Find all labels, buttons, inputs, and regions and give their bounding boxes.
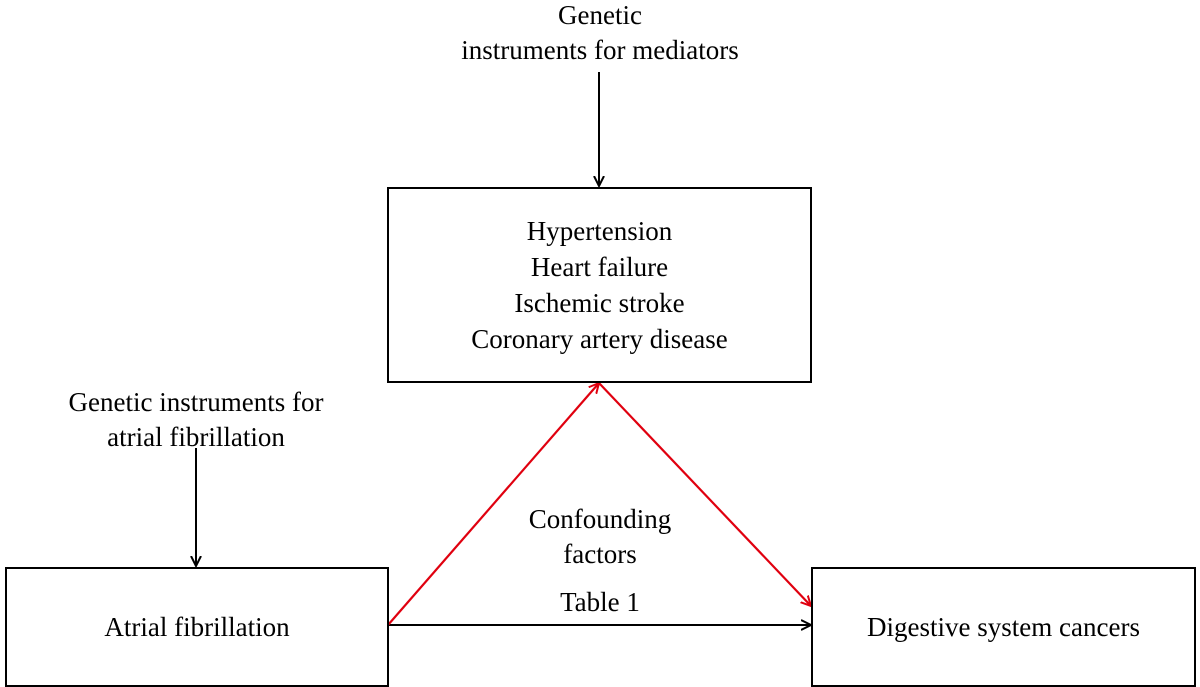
arrow-af-to-mediators xyxy=(387,383,599,626)
outcome-box: Digestive system cancers xyxy=(811,567,1196,687)
confounding-factors-label: Confounding factors xyxy=(528,504,672,569)
outcome-label: Digestive system cancers xyxy=(867,612,1140,642)
mediators-box: Hypertension Heart failure Ischemic stro… xyxy=(387,187,812,383)
exposure-box: Atrial fibrillation xyxy=(5,567,389,687)
mediator-ischemic-stroke: Ischemic stroke xyxy=(514,288,685,318)
exposure-label: Atrial fibrillation xyxy=(104,612,290,642)
mediator-heart-failure: Heart failure xyxy=(530,252,669,282)
af-instruments-label: Genetic instruments for atrial fibrillat… xyxy=(68,387,324,452)
arrow-mediators-to-cancer xyxy=(598,382,811,606)
table-reference-label: Table 1 xyxy=(560,587,640,617)
mediator-coronary-artery-disease: Coronary artery disease xyxy=(471,324,728,354)
mediator-hypertension: Hypertension xyxy=(526,216,673,246)
mediator-instruments-label: Genetic instruments for mediators xyxy=(461,0,739,65)
